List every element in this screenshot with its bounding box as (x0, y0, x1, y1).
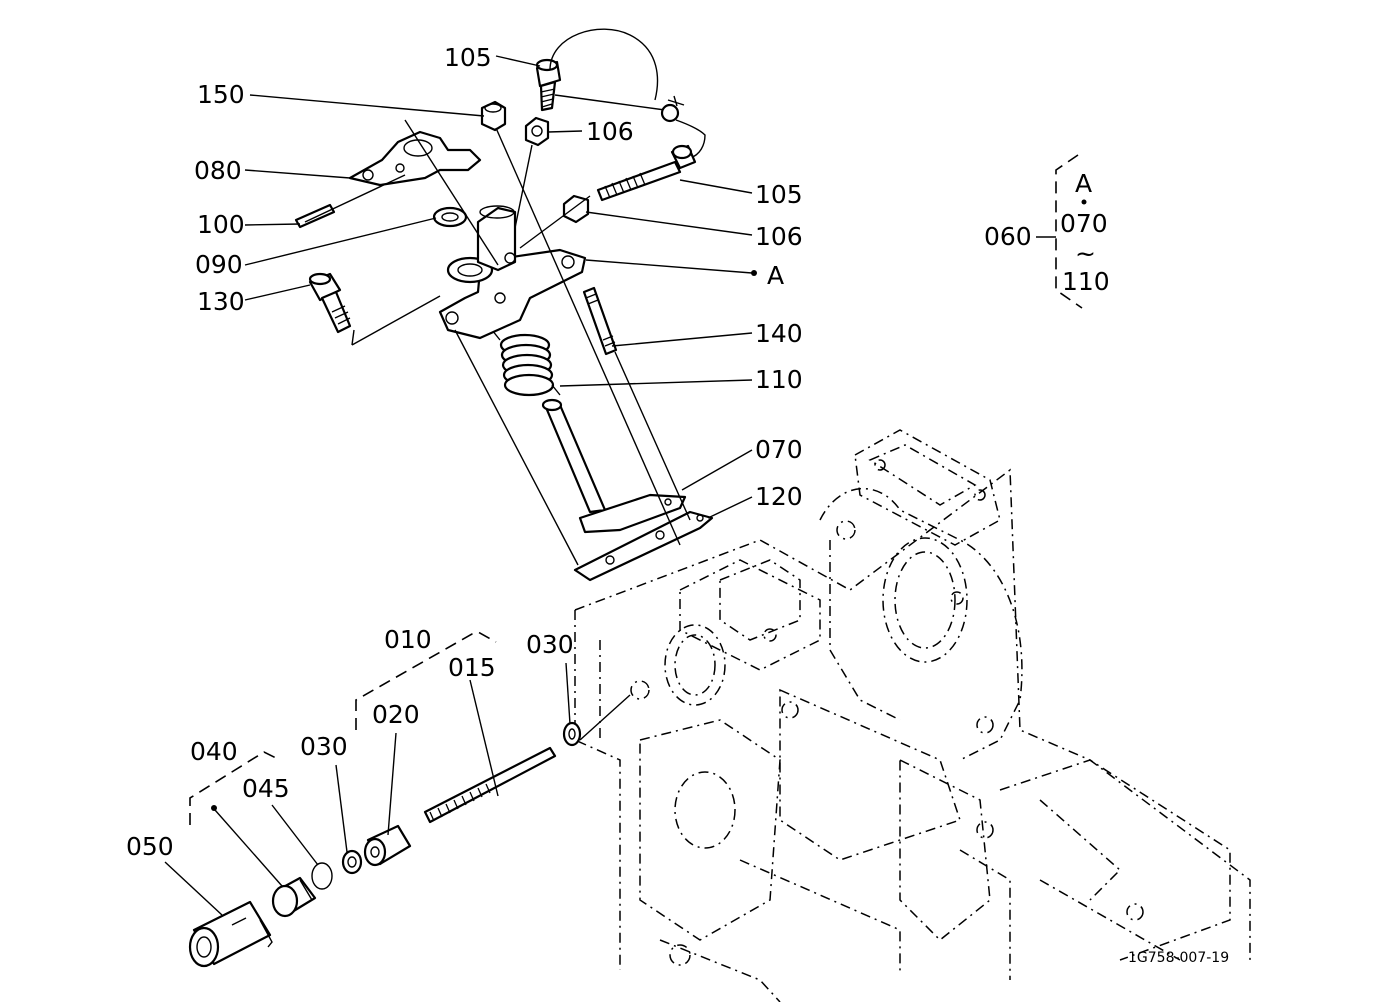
figure-code: 1G758-007-19 (1128, 950, 1229, 966)
label-050: 050 (126, 832, 174, 861)
group-item-110: 110 (1062, 267, 1110, 296)
label-106-right: 106 (755, 222, 803, 251)
washer-090 (432, 206, 468, 228)
label-105-right: 105 (755, 180, 803, 209)
label-090: 090 (195, 250, 243, 279)
stud-140 (582, 286, 618, 356)
label-020: 020 (372, 700, 420, 729)
plate-080 (348, 130, 482, 187)
label-015: 015 (448, 653, 496, 682)
bolt-105-right (596, 144, 697, 202)
group-label-060: 060 (984, 222, 1032, 251)
spring-110 (491, 329, 561, 397)
label-150: 150 (197, 80, 245, 109)
label-a: A (767, 261, 784, 290)
sleeve-050 (188, 900, 273, 968)
group-range-symbol: ~ (1075, 239, 1096, 268)
washer-030-left (341, 849, 363, 875)
group-item-070: 070 (1060, 209, 1108, 238)
transmission-case (574, 429, 1251, 1002)
leader-lines (164, 55, 757, 916)
label-140: 140 (755, 319, 803, 348)
callout-labels: 105 150 106 080 105 100 106 090 A 130 14… (126, 43, 803, 861)
label-100: 100 (197, 210, 245, 239)
nut-150 (480, 100, 507, 132)
label-030-left: 030 (300, 732, 348, 761)
gasket-120 (573, 510, 714, 582)
nut-106-top (524, 116, 550, 147)
collar-020 (363, 824, 412, 867)
pin-100 (294, 203, 336, 229)
group-item-a: A (1075, 169, 1092, 198)
shaft-arm-070 (541, 398, 687, 534)
label-130: 130 (197, 287, 245, 316)
bolt-105-top (535, 58, 562, 112)
label-045: 045 (242, 774, 290, 803)
label-106-top: 106 (586, 117, 634, 146)
housing-a (438, 205, 587, 340)
label-110: 110 (755, 365, 803, 394)
assembly-group-060: 060 A 070 ~ 110 (984, 169, 1110, 296)
label-070: 070 (755, 435, 803, 464)
rod-015 (423, 746, 557, 824)
seal-wire (549, 28, 706, 159)
label-030-right: 030 (526, 630, 574, 659)
label-080: 080 (194, 156, 242, 185)
ring-045 (311, 862, 333, 890)
plug-040 (271, 876, 317, 918)
group-brackets (189, 154, 1083, 825)
label-120: 120 (755, 482, 803, 511)
washer-030-right (562, 721, 582, 747)
label-105-top: 105 (444, 43, 492, 72)
bolt-130 (308, 272, 352, 334)
label-010: 010 (384, 625, 432, 654)
label-040: 040 (190, 737, 238, 766)
